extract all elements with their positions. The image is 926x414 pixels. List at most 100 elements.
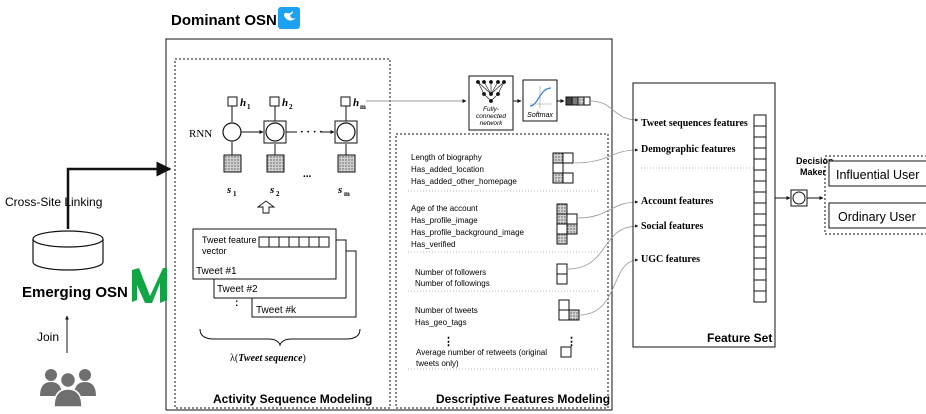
h2-label: h (282, 97, 288, 109)
feature-set-title: Feature Set (707, 331, 772, 345)
decision-line2: Maker (800, 167, 827, 177)
s1-sub: 1 (233, 190, 237, 198)
rnn-label: RNN (189, 128, 212, 140)
join-label: Join (37, 330, 59, 344)
sm-sub: m (344, 190, 350, 198)
feature-label-demographic: Demographic features (641, 144, 736, 155)
hm-sub: m (360, 103, 366, 111)
descriptive-section-title: Descriptive Features Modeling (436, 392, 610, 406)
descriptive-modeling-box (395, 133, 609, 409)
twitter-logo-icon (278, 7, 300, 29)
users-group-icon (40, 369, 96, 408)
fc-line2: connected (476, 113, 506, 120)
desc-g2-0: Age of the account (411, 204, 478, 213)
tweet-feature-label: Tweet feature (202, 235, 257, 245)
lambda-seq: Tweet sequence (238, 353, 303, 364)
tweet-dots: : (235, 298, 238, 309)
tweet-seq-connector (589, 100, 639, 122)
ordinary-user-box (828, 202, 926, 229)
desc-g3-vector (556, 263, 568, 285)
s2-sub: 2 (276, 190, 280, 198)
desc-g1-0: Length of biography (411, 153, 482, 162)
medium-logo-icon (132, 268, 167, 303)
hm-label: h (353, 97, 359, 109)
desc-g1-2: Has_added_other_homepage (411, 177, 517, 186)
database-icon (32, 230, 104, 271)
desc-g5-vector (560, 346, 572, 358)
account-connector (576, 200, 639, 219)
softmax-label: Softmax (527, 112, 553, 119)
rnn-ellipsis: · · · · (300, 126, 323, 138)
desc-g2-1: Has_profile_image (411, 216, 478, 225)
lambda-close: ) (303, 353, 306, 364)
feature-vector (753, 114, 767, 303)
desc-dots: ⋮ (443, 336, 454, 348)
sm-input (337, 154, 356, 173)
emerging-osn-label: Emerging OSN (22, 284, 128, 301)
cross-site-linking-label: Cross-Site Linking (5, 195, 102, 209)
tweet-k-label: Tweet #k (256, 305, 297, 316)
neural-network-icon (476, 80, 506, 103)
desc-g1-vector (552, 152, 574, 184)
rnn-cell-2 (263, 120, 287, 144)
desc-g4-1: Has_geo_tags (415, 318, 467, 327)
decision-maker-node (790, 189, 808, 207)
dominant-osn-title: Dominant OSN (171, 12, 277, 29)
fc-network-box: Fully- connected network (468, 75, 514, 131)
social-connector (566, 224, 639, 270)
desc-g3-0: Number of followers (415, 268, 486, 277)
feature-label-social: Social features (641, 221, 703, 232)
feature-label-account: Account features (641, 196, 713, 207)
softmax-box: Softmax (522, 79, 558, 122)
lambda-open: λ( (230, 353, 239, 364)
feature-set-box (632, 82, 776, 348)
decision-line1: Decision (796, 156, 834, 166)
softmax-output-vector (565, 96, 591, 106)
up-arrow-icon (256, 200, 276, 214)
h1-label: h (240, 97, 246, 109)
outcome-box (824, 155, 926, 235)
desc-dots-vector: ⋮ (566, 336, 577, 348)
fc-line1: Fully- (483, 106, 500, 113)
rnn-cell-1 (222, 122, 242, 142)
desc-g2-vector (556, 203, 578, 245)
s1-input (223, 154, 242, 173)
tweet-2-label: Tweet #2 (217, 284, 258, 295)
rnn-cell-m (334, 120, 358, 144)
tweet-1-label: Tweet #1 (196, 266, 237, 277)
s-ellipsis: ... (303, 168, 312, 180)
sm-label: s (337, 184, 342, 196)
desc-g5-line2: tweets only) (416, 359, 459, 368)
demographic-connector (572, 148, 639, 164)
ordinary-user-label: Ordinary User (838, 210, 916, 224)
feature-label-ugc: UGC features (641, 254, 700, 265)
cross-site-arrow (66, 161, 172, 229)
tweet-feature-vector (258, 236, 330, 248)
s2-input (266, 154, 285, 173)
activity-section-title: Activity Sequence Modeling (213, 392, 372, 406)
influential-user-box (828, 160, 926, 187)
desc-g2-2: Has_profile_background_image (411, 228, 525, 237)
desc-g4-0: Number of tweets (415, 306, 478, 315)
fc-line3: network (480, 120, 504, 127)
hm-output: h m (340, 96, 366, 111)
vector-label: vector (202, 246, 227, 256)
ugc-connector (578, 258, 639, 316)
softmax-curve-icon (529, 86, 552, 108)
desc-g5-line1: Average number of retweets (original (416, 348, 547, 357)
dominant-osn-box (165, 38, 613, 411)
brace (199, 328, 361, 347)
desc-g4-vector (558, 299, 580, 321)
activity-modeling-box (174, 58, 391, 409)
influential-user-label: Influential User (836, 168, 919, 182)
s2-label: s (269, 184, 274, 196)
feature-label-tweet-seq: Tweet sequences features (641, 118, 748, 129)
desc-g2-3: Has_verified (411, 240, 455, 249)
s1-label: s (226, 184, 231, 196)
h2-output: h 2 (269, 96, 293, 111)
h2-sub: 2 (289, 103, 293, 111)
lambda-label: λ(Tweet sequence) (230, 353, 306, 364)
desc-g3-1: Number of followings (415, 279, 490, 288)
desc-g1-1: Has_added_location (411, 165, 484, 174)
